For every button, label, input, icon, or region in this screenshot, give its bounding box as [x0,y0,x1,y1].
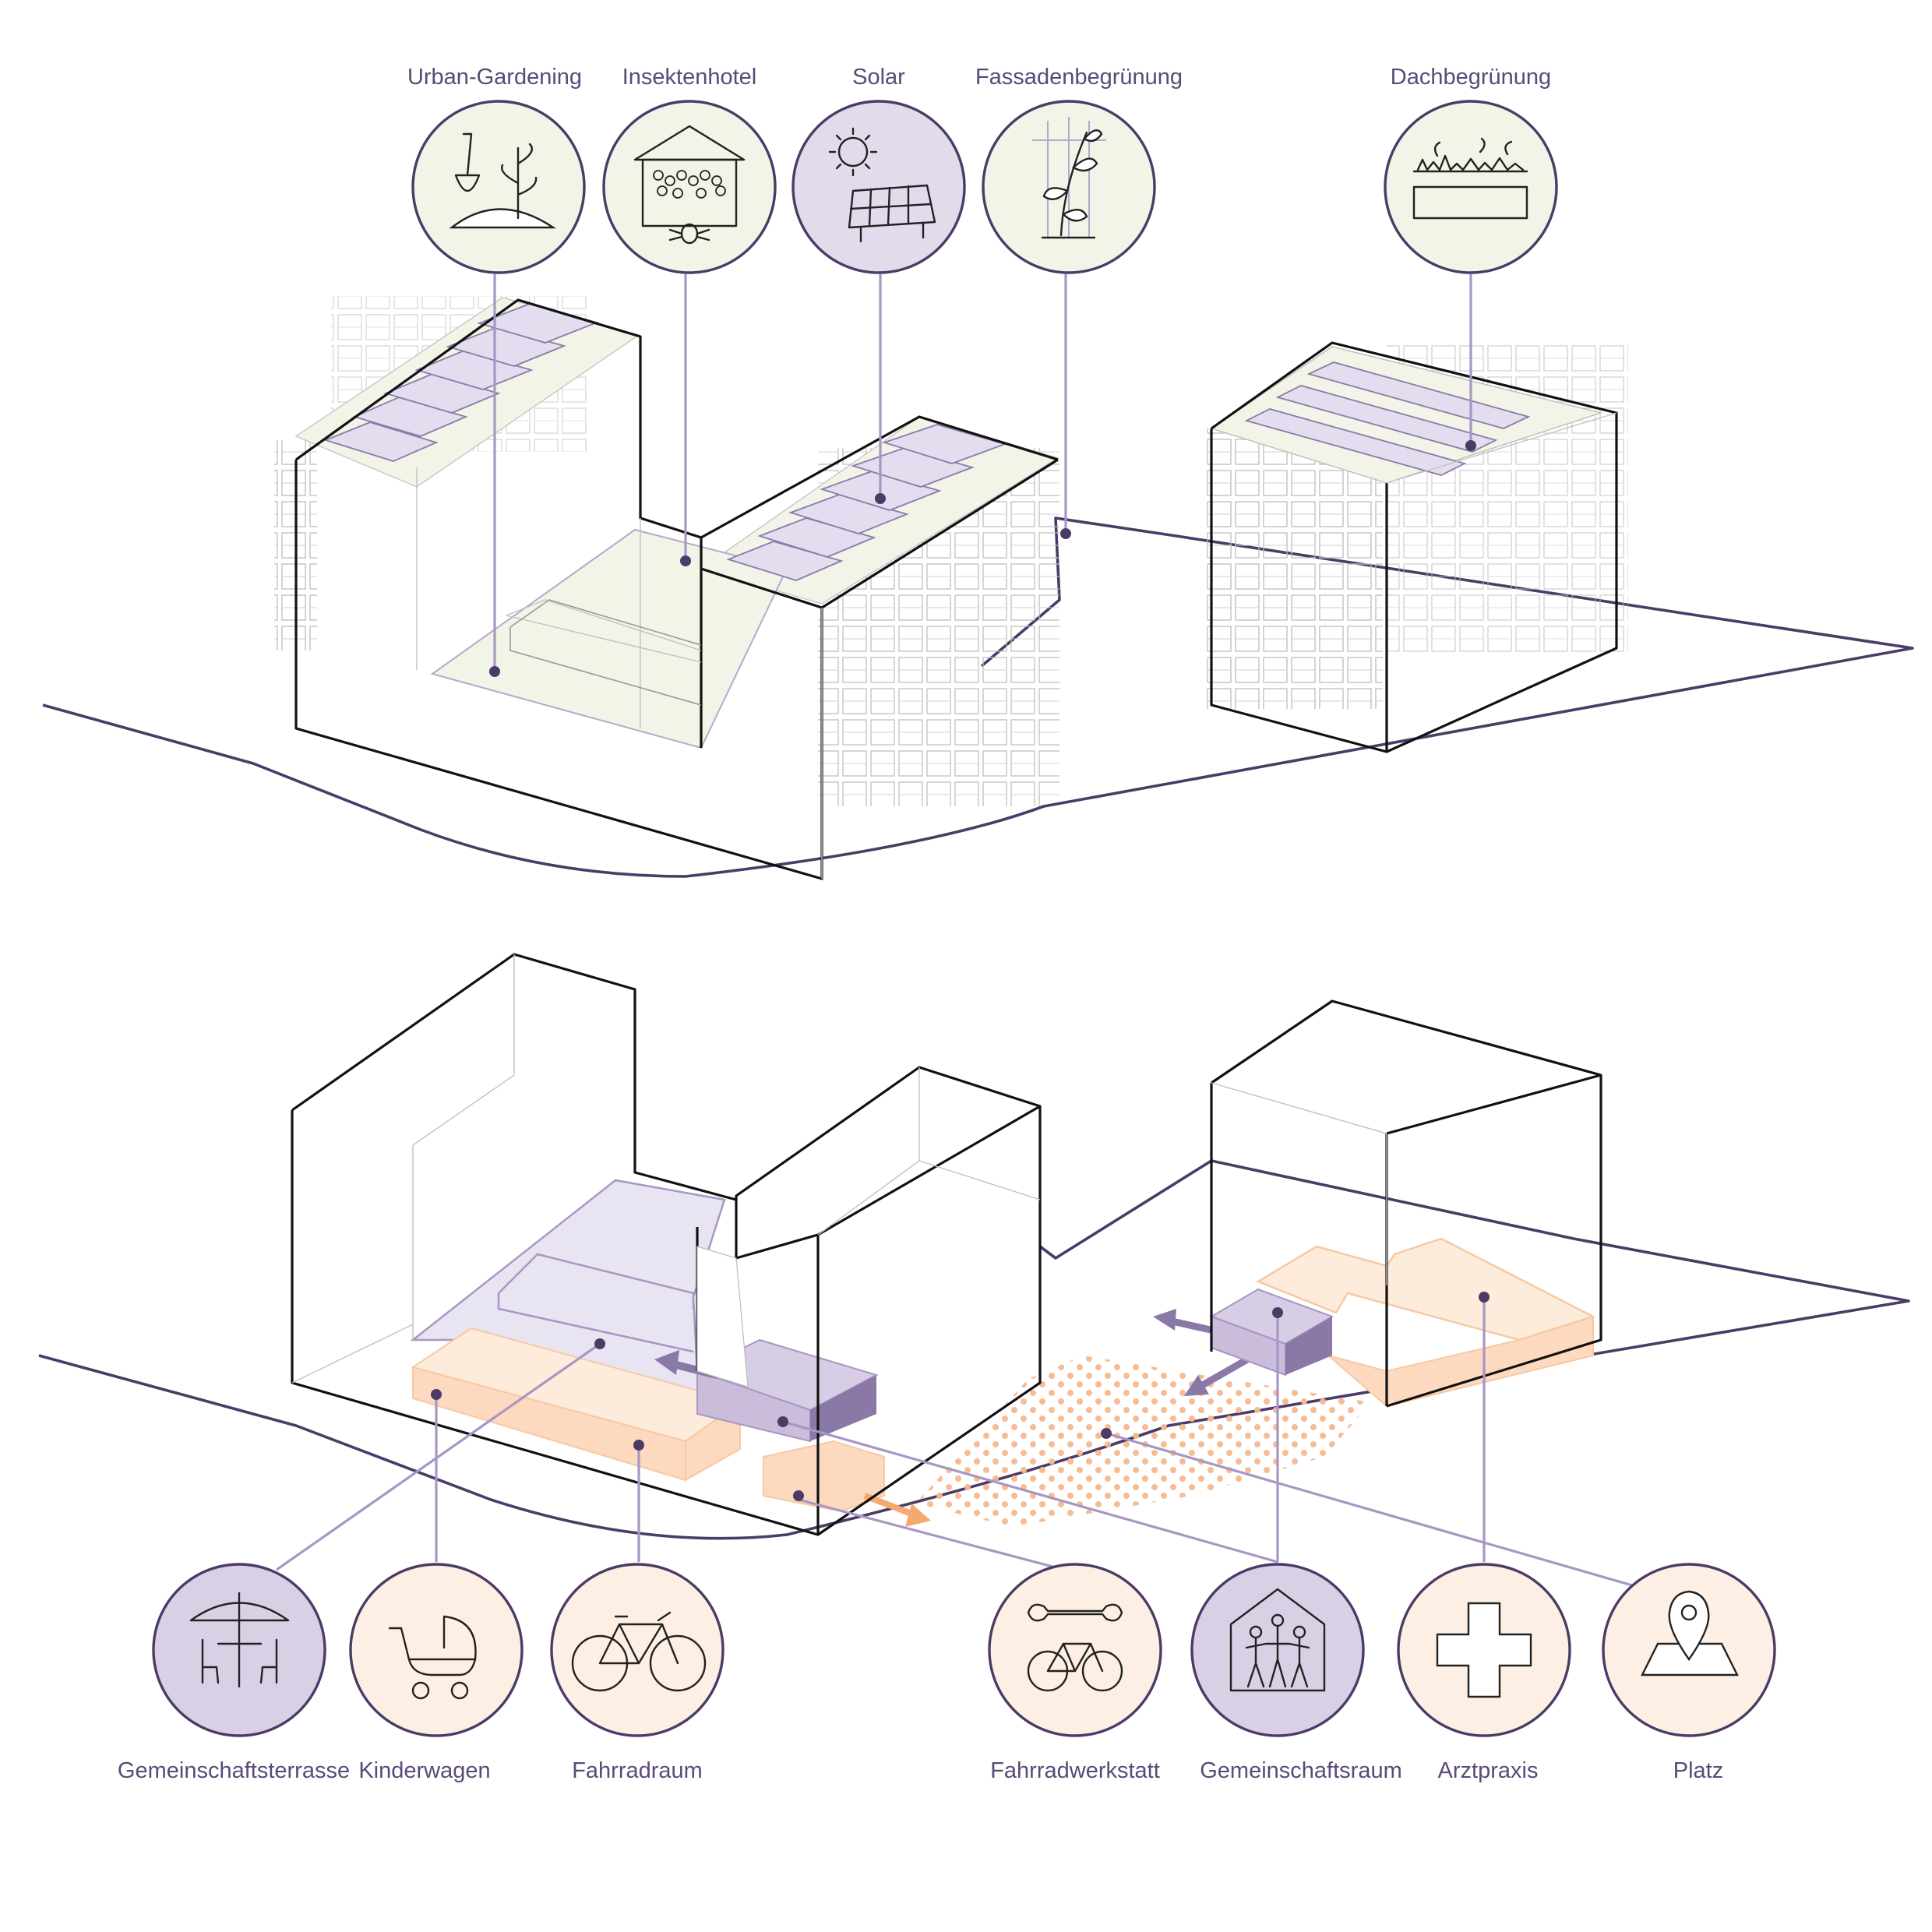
community-house-icon [1229,1588,1326,1692]
green-roof-icon [1412,137,1528,220]
kinderwagen-badge: Kinderwagen [349,1563,524,1783]
arztpraxis-block-top [1256,1237,1596,1341]
terrace-box [497,1253,695,1353]
label-solar: Solar [852,65,905,90]
bicycle-icon [571,1611,707,1692]
label-fassadenbegruenung: Fassadenbegrünung [975,65,1183,90]
label-gemeinschaftsterrasse: Gemeinschaftsterrasse [118,1758,350,1783]
tower-top-outline [1210,341,1618,753]
tower-bottom-thin [1211,1082,1387,1285]
climbing-plant-icon [1032,117,1106,239]
medical-cross-icon [1436,1602,1532,1698]
top-leaders [489,274,1476,677]
tower-bottom-outline [1210,999,1602,1408]
bike-repair-icon [1027,1603,1123,1692]
urban-gardening-badge: Urban-Gardening [407,65,586,274]
map-pin-icon [1641,1590,1739,1676]
shovel-sprout-icon [449,132,556,229]
arztpraxis-badge: Arztpraxis [1397,1563,1571,1783]
tower-top-facade-left [1204,428,1383,709]
solar-panels-right [726,424,1007,581]
u-bottom-lower-courtyard [696,1246,749,1387]
bottom-axonometric [38,953,1910,1540]
insektenhotel-badge: Insektenhotel [602,65,777,274]
tower-solar-panels [1244,361,1531,476]
u-building-bottom-thin [291,954,1041,1384]
site-outline-top [42,516,1914,878]
u-building-bottom-outline [291,953,1042,1536]
label-fahrradraum: Fahrradraum [572,1758,703,1783]
bottom-icons: Gemeinschaftsterrasse Kinderwagen Fahrra… [118,1563,1776,1783]
fahrradraum-badge: Fahrradraum [550,1563,724,1783]
community-tower-block-side [1285,1317,1332,1375]
gemeinschaftsterrasse-badge: Gemeinschaftsterrasse [118,1563,350,1783]
label-platz: Platz [1673,1758,1723,1783]
u-building-inner [416,467,823,879]
platz-badge: Platz [1602,1563,1776,1783]
fassadenbegruenung-badge: Fassadenbegrünung [975,65,1183,274]
fahrradwerkstatt-badge: Fahrradwerkstatt [988,1563,1162,1783]
platz-dotted-area [915,1356,1371,1527]
tower-top-edge [1386,412,1617,484]
insect-hotel-icon [633,125,746,245]
solar-badge: Solar [791,65,966,274]
community-block-side [810,1375,876,1441]
bottom-leaders [276,1292,1633,1587]
label-kinderwagen: Kinderwagen [358,1758,490,1783]
label-fahrradwerkstatt: Fahrradwerkstatt [990,1758,1160,1783]
u-courtyard [430,528,788,749]
parasol-table-icon [189,1592,290,1688]
top-axonometric [42,296,1914,880]
dachbegruenung-badge: Dachbegrünung [1384,65,1558,274]
label-arztpraxis: Arztpraxis [1438,1758,1539,1783]
top-icons: Urban-Gardening Insektenhotel [407,65,1558,274]
u-courtyard-box [509,599,702,706]
label-gemeinschaftsraum: Gemeinschaftsraum [1200,1758,1402,1783]
stroller-icon [388,1615,477,1700]
label-dachbegruenung: Dachbegrünung [1391,65,1551,90]
label-insektenhotel: Insektenhotel [622,65,757,90]
solar-panels-left [323,303,599,462]
gemeinschaftsraum-badge: Gemeinschaftsraum [1190,1563,1402,1783]
solar-panel-icon [828,127,936,243]
label-urban-gardening: Urban-Gardening [407,65,582,90]
